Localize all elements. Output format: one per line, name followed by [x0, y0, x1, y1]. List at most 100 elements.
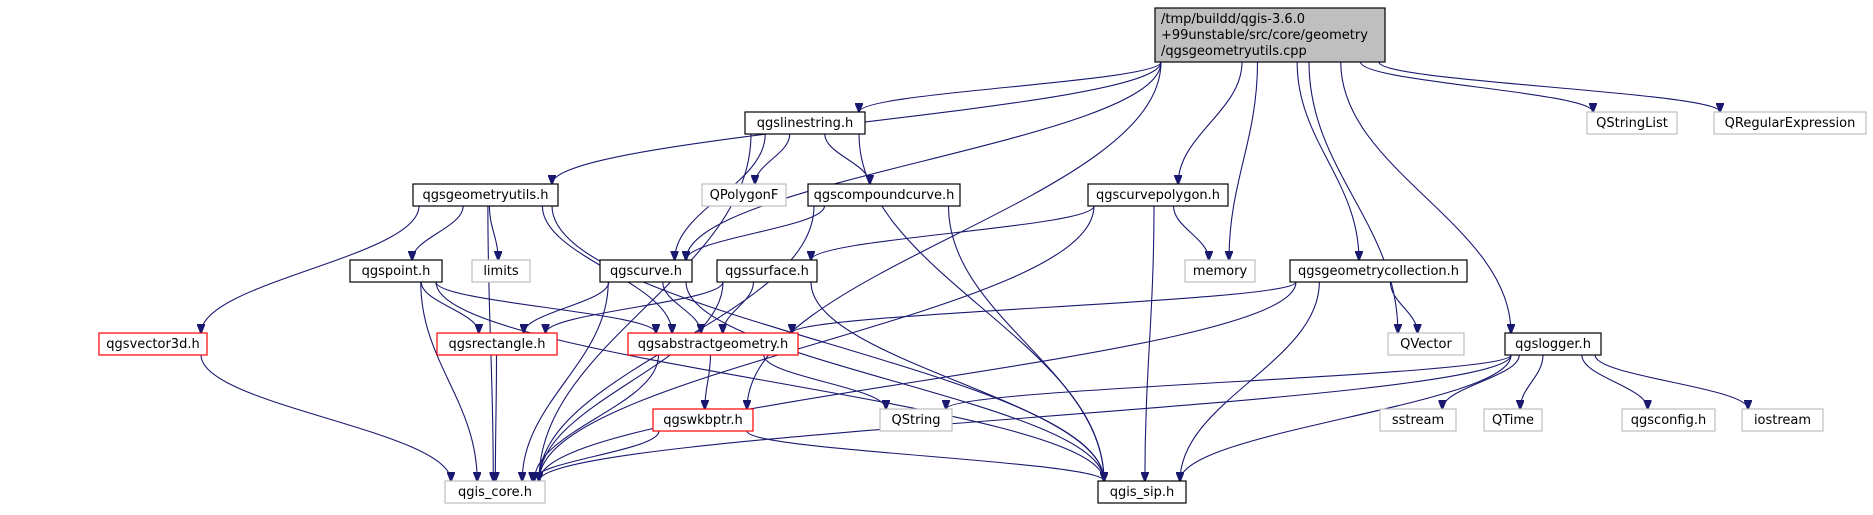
node-qgsgeometryutils[interactable]: qgsgeometryutils.h [412, 183, 559, 207]
node-memory-label: memory [1193, 264, 1248, 279]
node-qtime-box [1483, 408, 1543, 432]
node-qgssurface-box [716, 259, 818, 283]
node-root-label: +99unstable/src/core/geometry [1161, 28, 1368, 43]
node-qgis_sip-label: qgis_sip.h [1110, 485, 1174, 500]
node-qgslinestring[interactable]: qgslinestring.h [744, 111, 866, 135]
edge-qgslogger-to-qgis_sip [1180, 354, 1512, 481]
node-qgsconfig[interactable]: qgsconfig.h [1621, 408, 1716, 432]
node-qgis_sip[interactable]: qgis_sip.h [1097, 480, 1187, 504]
node-qgsgeometryutils-box [412, 183, 559, 207]
edge-root-to-qgslinestring [859, 61, 1162, 112]
node-qstring-box [879, 408, 953, 432]
node-qregularexpression[interactable]: QRegularExpression [1713, 111, 1867, 135]
edge-qgscurve-to-qgis_sip [685, 281, 1104, 481]
edge-qgscurvepolygon-to-memory [1172, 205, 1209, 260]
node-qstring[interactable]: QString [879, 408, 953, 432]
node-root-box [1154, 7, 1386, 63]
edge-root-to-qvector [1308, 61, 1398, 333]
node-qvector-box [1387, 332, 1465, 356]
edge-qgsvector3d-to-qgis_core [200, 354, 451, 481]
edge-qgslogger-to-iostream [1594, 354, 1748, 409]
node-qgsgeometrycollection[interactable]: qgsgeometrycollection.h [1289, 259, 1468, 283]
node-qgscurve-box [599, 259, 693, 283]
edge-qgssurface-to-qgis_sip [810, 281, 1104, 481]
node-iostream[interactable]: iostream [1741, 408, 1824, 432]
node-memory[interactable]: memory [1184, 259, 1256, 283]
node-qgspoint[interactable]: qgspoint.h [349, 259, 443, 283]
node-qstringlist-label: QStringList [1596, 116, 1668, 131]
node-iostream-label: iostream [1754, 413, 1811, 428]
node-root[interactable]: /tmp/buildd/qgis-3.6.0+99unstable/src/co… [1154, 7, 1386, 63]
node-sstream-box [1379, 408, 1457, 432]
node-qgssurface[interactable]: qgssurface.h [716, 259, 818, 283]
edge-qgscompoundcurve-to-qgis_sip [947, 205, 1105, 481]
node-qgsrectangle-box [436, 332, 558, 356]
node-limits[interactable]: limits [471, 259, 531, 283]
node-qstringlist-box [1586, 111, 1678, 135]
node-qregularexpression-box [1713, 111, 1867, 135]
node-qstringlist[interactable]: QStringList [1586, 111, 1678, 135]
edge-qgsrectangle-to-qgis_core [495, 354, 496, 481]
node-qgsvector3d-label: qgsvector3d.h [106, 337, 199, 352]
edge-root-to-qgscurvepolygon [1178, 61, 1243, 184]
node-qvector[interactable]: QVector [1387, 332, 1465, 356]
node-qgsabstractgeometry-label: qgsabstractgeometry.h [638, 337, 788, 352]
node-qgsconfig-label: qgsconfig.h [1631, 413, 1706, 428]
node-qvector-label: QVector [1400, 337, 1452, 352]
node-qgsabstractgeometry[interactable]: qgsabstractgeometry.h [627, 332, 799, 356]
edge-qgslogger-to-qtime [1520, 354, 1544, 409]
edge-qgspoint-to-qgis_core [420, 281, 477, 481]
node-qgspoint-label: qgspoint.h [362, 264, 431, 279]
node-qgsrectangle[interactable]: qgsrectangle.h [436, 332, 558, 356]
edge-qgscurvepolygon-to-qgis_core [539, 205, 1095, 481]
node-qgsvector3d[interactable]: qgsvector3d.h [98, 332, 208, 356]
edge-root-to-qgscurve [686, 61, 1162, 260]
node-qgslinestring-label: qgslinestring.h [757, 116, 853, 131]
node-qgssurface-label: qgssurface.h [725, 264, 809, 279]
node-qgsgeometrycollection-box [1289, 259, 1468, 283]
edge-qgsgeometrycollection-to-qgis_sip [1180, 281, 1320, 481]
node-qgslogger[interactable]: qgslogger.h [1504, 332, 1602, 356]
node-memory-box [1184, 259, 1256, 283]
node-qgscompoundcurve[interactable]: qgscompoundcurve.h [807, 183, 961, 207]
edge-qgscurvepolygon-to-qgis_sip [1145, 205, 1155, 481]
edge-qgsabstractgeometry-to-qstring [763, 354, 886, 409]
edge-qgscurve-to-qgsabstractgeometry [662, 281, 701, 333]
node-qgswkbptr[interactable]: qgswkbptr.h [652, 408, 754, 432]
edge-qgsgeometryutils-to-qgsvector3d [201, 205, 420, 333]
edge-qgslogger-to-qstring [946, 354, 1512, 409]
edge-qgsgeometrycollection-to-qgis_core [539, 281, 1297, 481]
node-qgscurvepolygon-label: qgscurvepolygon.h [1096, 188, 1220, 203]
node-qregularexpression-label: QRegularExpression [1725, 116, 1856, 131]
edge-qgscurve-to-qgis_core [522, 281, 609, 481]
node-qpolygonf-box [701, 183, 787, 207]
node-sstream-label: sstream [1392, 413, 1444, 428]
node-qgscurvepolygon[interactable]: qgscurvepolygon.h [1087, 183, 1229, 207]
edge-qgswkbptr-to-qgis_core [532, 430, 660, 481]
node-qgspoint-box [349, 259, 443, 283]
node-qpolygonf[interactable]: QPolygonF [701, 183, 787, 207]
node-qgscompoundcurve-label: qgscompoundcurve.h [814, 188, 955, 203]
edge-qgslogger-to-sstream [1442, 354, 1520, 409]
node-qgsgeometryutils-label: qgsgeometryutils.h [423, 188, 549, 203]
node-qgsvector3d-box [98, 332, 208, 356]
node-qgis_sip-box [1097, 480, 1187, 504]
edge-root-to-qgslogger [1340, 61, 1511, 333]
node-qgscurve-label: qgscurve.h [610, 264, 682, 279]
node-qgswkbptr-box [652, 408, 754, 432]
node-sstream[interactable]: sstream [1379, 408, 1457, 432]
node-qgsconfig-box [1621, 408, 1716, 432]
edge-root-to-memory [1229, 61, 1259, 260]
edge-qgsgeometryutils-to-limits [488, 205, 498, 260]
edge-root-to-qstringlist [1359, 61, 1594, 112]
node-qtime[interactable]: QTime [1483, 408, 1543, 432]
node-qpolygonf-label: QPolygonF [710, 188, 779, 203]
edge-root-to-qregularexpression [1378, 61, 1720, 112]
node-qgis_core[interactable]: qgis_core.h [444, 480, 546, 504]
node-qgsrectangle-label: qgsrectangle.h [448, 337, 545, 352]
node-iostream-box [1741, 408, 1824, 432]
node-qgscurve[interactable]: qgscurve.h [599, 259, 693, 283]
edge-qgsabstractgeometry-to-qgswkbptr [705, 354, 712, 409]
node-qgsabstractgeometry-box [627, 332, 799, 356]
node-qgis_core-box [444, 480, 546, 504]
